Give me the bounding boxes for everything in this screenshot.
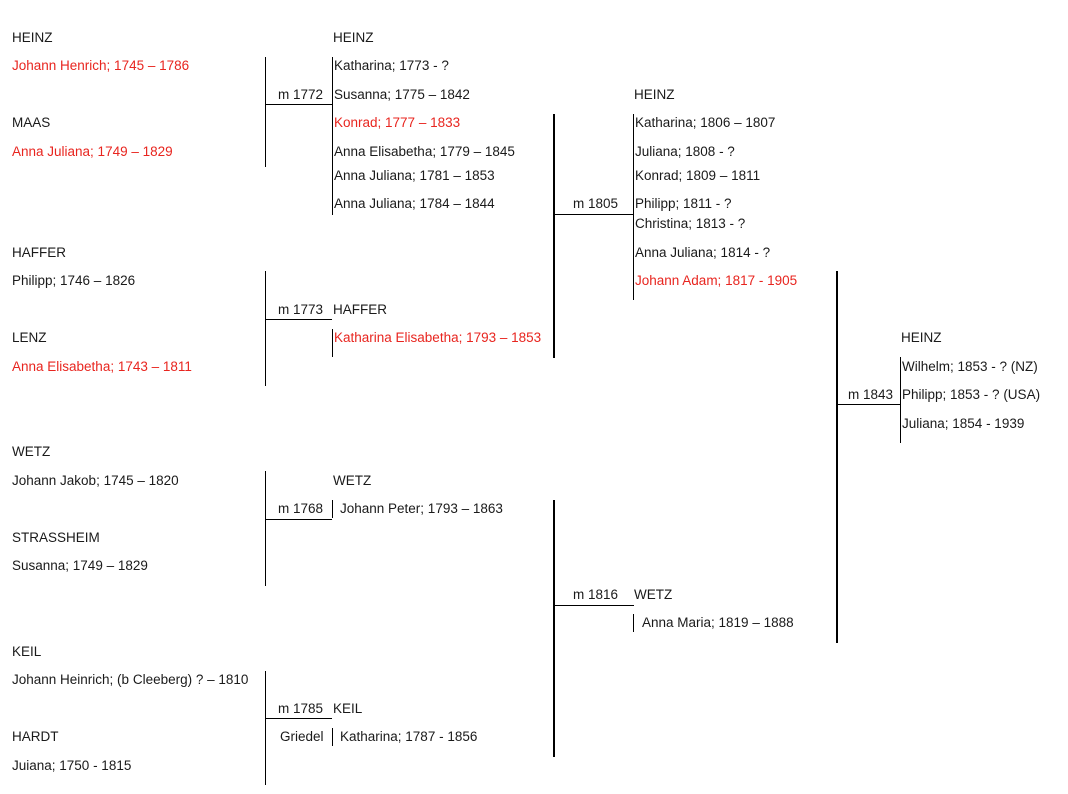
- person-juiana-hardt: Juiana; 1750 - 1815: [12, 758, 132, 773]
- person-susanna-strassheim: Susanna; 1749 – 1829: [12, 558, 148, 573]
- marriage-line-1768: [265, 519, 332, 520]
- surname-hardt: HARDT: [12, 729, 59, 744]
- child-juliana-1808: Juliana; 1808 - ?: [635, 144, 735, 159]
- marriage-line-1816: [554, 605, 634, 606]
- child-anna-elisabetha-1779: Anna Elisabetha; 1779 – 1845: [334, 144, 515, 159]
- child-katharina-1773: Katharina; 1773 - ?: [334, 58, 449, 73]
- children-bracket-keil-g2: [332, 728, 333, 746]
- surname-haffer-g1: HAFFER: [12, 245, 66, 260]
- marriage-line-1805: [554, 214, 634, 215]
- child-katharina-keil: Katharina; 1787 - 1856: [340, 729, 478, 744]
- person-johann-heinrich-keil: Johann Heinrich; (b Cleeberg) ? – 1810: [12, 672, 249, 687]
- children-bracket-wetz-g2: [332, 500, 333, 518]
- surname-strassheim: STRASSHEIM: [12, 530, 100, 545]
- surname-heinz-g3: HEINZ: [634, 87, 675, 102]
- marriage-label-1843: m 1843: [848, 387, 894, 402]
- marriage-label-1785: m 1785: [278, 701, 324, 716]
- surname-heinz-g4: HEINZ: [901, 330, 942, 345]
- child-johann-peter: Johann Peter; 1793 – 1863: [340, 501, 503, 516]
- child-anna-juliana-1781: Anna Juliana; 1781 – 1853: [334, 168, 495, 183]
- child-philipp-1853: Philipp; 1853 - ? (USA): [902, 387, 1041, 402]
- couple-bracket-1785: [265, 671, 266, 785]
- couple-bracket-1805: [553, 114, 555, 358]
- child-katharina-elisabetha: Katharina Elisabetha; 1793 – 1853: [334, 330, 542, 345]
- marriage-line-1772: [265, 104, 332, 105]
- marriage-line-1773: [265, 319, 332, 320]
- surname-heinz-g2: HEINZ: [333, 30, 374, 45]
- child-anna-maria: Anna Maria; 1819 – 1888: [642, 615, 794, 630]
- marriage-label-1773: m 1773: [278, 302, 324, 317]
- children-bracket-haffer-g2: [332, 329, 333, 357]
- children-bracket-heinz-g4: [900, 357, 901, 443]
- surname-maas: MAAS: [12, 115, 51, 130]
- marriage-label-1772: m 1772: [278, 87, 324, 102]
- surname-lenz: LENZ: [12, 330, 47, 345]
- couple-bracket-1843: [836, 271, 838, 643]
- marriage-line-1785: [265, 718, 332, 719]
- children-bracket-wetz-g3: [633, 614, 634, 632]
- child-anna-juliana-1784: Anna Juliana; 1784 – 1844: [334, 196, 495, 211]
- person-philipp-haffer: Philipp; 1746 – 1826: [12, 273, 136, 288]
- marriage-place-griedel: Griedel: [280, 729, 324, 744]
- child-philipp-1811: Philipp; 1811 - ?: [635, 196, 732, 211]
- person-anna-elisabetha-lenz: Anna Elisabetha; 1743 – 1811: [12, 359, 192, 374]
- children-bracket-heinz-g2: [332, 57, 333, 215]
- surname-haffer-g2: HAFFER: [333, 302, 387, 317]
- child-anna-juliana-1814: Anna Juliana; 1814 - ?: [635, 245, 771, 260]
- couple-bracket-1816: [553, 500, 555, 757]
- marriage-line-1843: [837, 404, 901, 405]
- surname-wetz-g3: WETZ: [634, 587, 673, 602]
- child-konrad-1777: Konrad; 1777 – 1833: [334, 115, 461, 130]
- person-johann-henrich: Johann Henrich; 1745 – 1786: [12, 58, 190, 73]
- surname-keil-g2: KEIL: [333, 701, 363, 716]
- child-susanna-1775: Susanna; 1775 – 1842: [334, 87, 470, 102]
- child-johann-adam: Johann Adam; 1817 - 1905: [635, 273, 798, 288]
- surname-heinz-g1: HEINZ: [12, 30, 53, 45]
- child-juliana-1854: Juliana; 1854 - 1939: [902, 416, 1025, 431]
- child-wilhelm: Wilhelm; 1853 - ? (NZ): [902, 359, 1038, 374]
- marriage-label-1816: m 1816: [573, 587, 619, 602]
- marriage-label-1805: m 1805: [573, 196, 619, 211]
- couple-bracket-1772: [265, 57, 266, 167]
- person-anna-juliana-maas: Anna Juliana; 1749 – 1829: [12, 144, 173, 159]
- surname-wetz-g1: WETZ: [12, 444, 51, 459]
- couple-bracket-1768: [265, 471, 266, 586]
- children-bracket-heinz-g3: [633, 114, 634, 300]
- child-christina-1813: Christina; 1813 - ?: [635, 216, 746, 231]
- surname-keil-g1: KEIL: [12, 644, 42, 659]
- person-johann-jakob-wetz: Johann Jakob; 1745 – 1820: [12, 473, 179, 488]
- child-katharina-1806: Katharina; 1806 – 1807: [635, 115, 776, 130]
- marriage-label-1768: m 1768: [278, 501, 324, 516]
- surname-wetz-g2: WETZ: [333, 473, 372, 488]
- child-konrad-1809: Konrad; 1809 – 1811: [635, 168, 761, 183]
- couple-bracket-1773: [265, 271, 266, 386]
